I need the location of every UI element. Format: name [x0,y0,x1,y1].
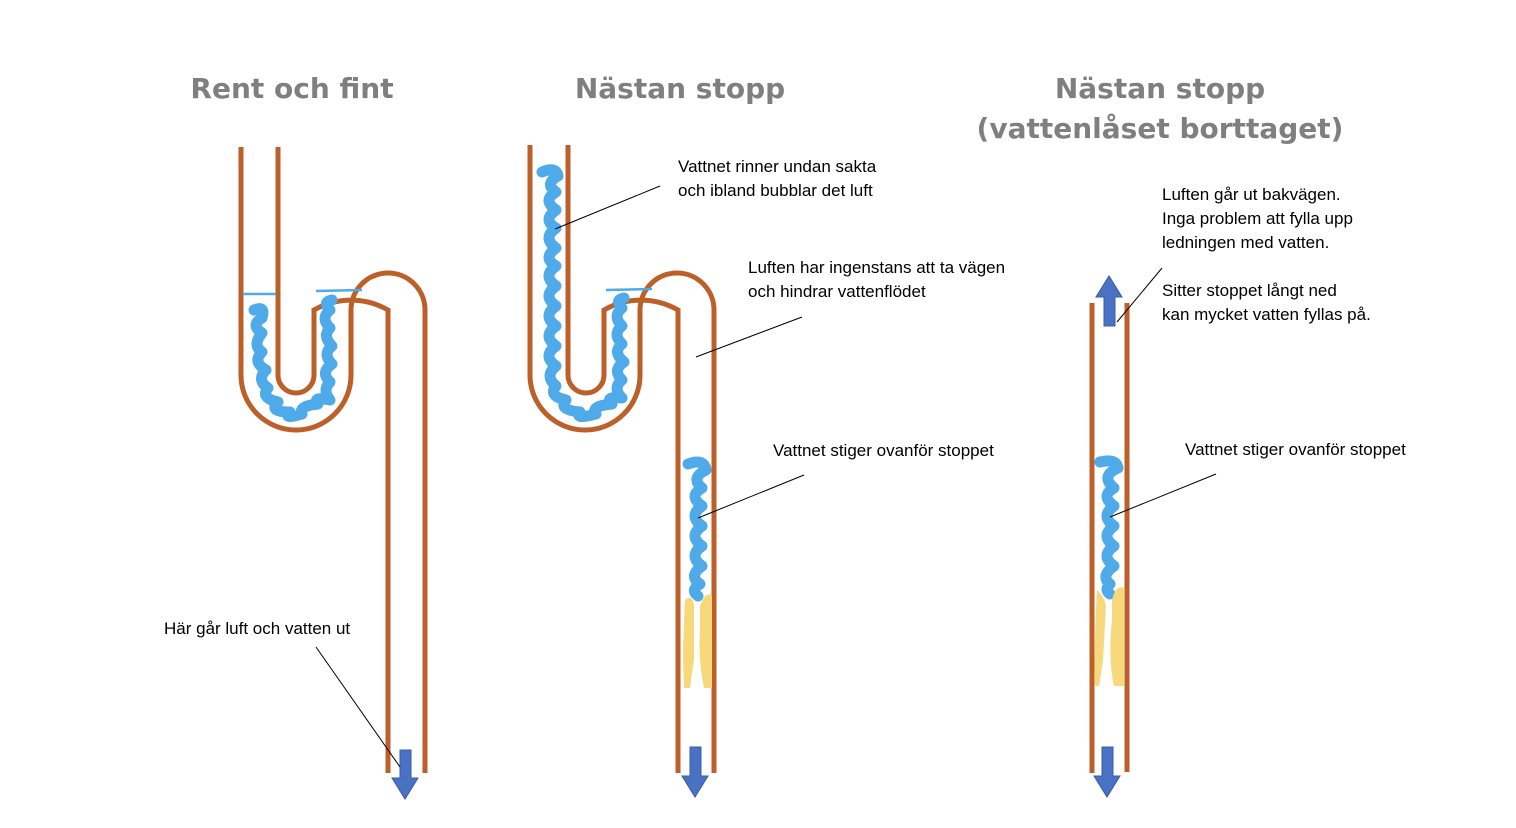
leader-line [554,185,661,230]
panel-almost-clogged: Nästan stopp Vattnet rinner undan sakta … [527,72,1010,798]
panel-title: Nästan stopp [575,72,785,105]
panel-trap-removed: Nästan stopp (vattenlåset borttaget) Luf… [977,72,1406,798]
annotation-line: Luften går ut bakvägen. [1162,185,1341,204]
annotation-line: ledningen med vatten. [1162,233,1329,252]
leader-line [1116,267,1163,323]
arrow-up-icon [1095,275,1123,327]
annotation-line: Vattnet rinner undan sakta [678,157,877,176]
leader-line [1109,473,1217,518]
annotation-clog-far-down: Sitter stoppet långt ned kan mycket vatt… [1162,281,1371,324]
water [248,294,338,423]
arrow-down-icon [681,746,709,798]
arrow-down-icon [1093,746,1121,798]
leader-line [315,646,401,768]
annotation-line: och hindrar vattenflödet [748,282,926,301]
leader-line [695,316,803,358]
annotation-air-water-out: Här går luft och vatten ut [164,619,350,638]
annotation-line: Inga problem att fylla upp [1162,209,1353,228]
annotation-line: Sitter stoppet långt ned [1162,281,1337,300]
water [536,164,630,423]
annotation-line: Luften har ingenstans att ta vägen [748,258,1005,277]
panel-clean: Rent och fint Här går luft och vatten ut [164,72,428,800]
annotation-slow-drain: Vattnet rinner undan sakta och ibland bu… [678,157,881,200]
annotation-line: och ibland bubblar det luft [678,181,873,200]
annotation-line: kan mycket vatten fyllas på. [1162,305,1371,324]
panel-subtitle: (vattenlåset borttaget) [977,112,1344,145]
annotation-air-trapped: Luften har ingenstans att ta vägen och h… [748,258,1010,301]
arrow-down-icon [391,749,419,800]
pipe-wall-outer [238,147,428,773]
clog [683,597,694,688]
pipe-wall-inner [275,147,391,773]
annotation-air-back-way: Luften går ut bakvägen. Inga problem att… [1162,185,1358,252]
clog [1110,587,1124,686]
water-level [605,287,653,292]
annotation-water-rises: Vattnet stiger ovanför stoppet [1185,440,1406,459]
clog [1094,590,1106,686]
water-above-clog [682,456,712,602]
pipe-wall-outer [527,145,717,773]
panel-title: Rent och fint [190,72,393,105]
pipe-wall-inner [565,145,681,773]
annotation-water-rises: Vattnet stiger ovanför stoppet [773,441,994,460]
clog [699,594,712,688]
water-level [315,288,363,293]
panel-title: Nästan stopp [1055,72,1265,105]
water-above-clog [1094,455,1124,600]
leader-line [697,474,805,519]
